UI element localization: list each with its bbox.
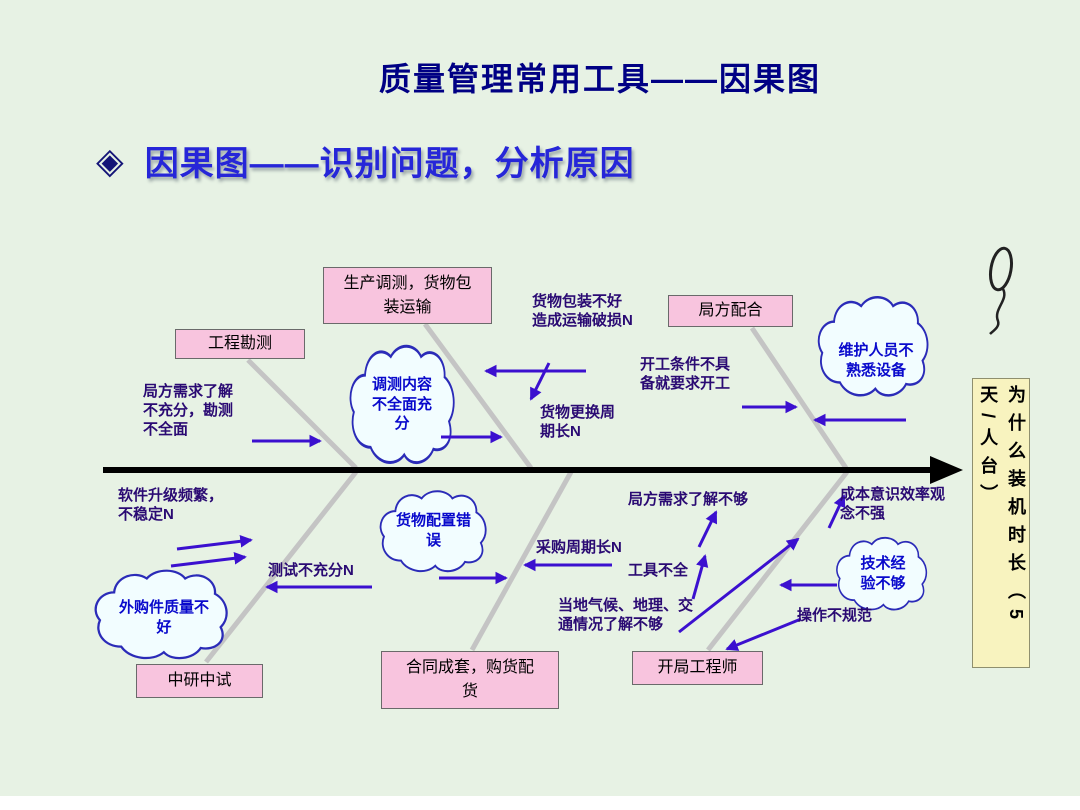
subtitle-text: 因果图——识别问题，分析原因 [144, 145, 635, 183]
cloud-label-purchased-parts-quality: 外购件质量不 好 [118, 599, 209, 636]
page-title: 质量管理常用工具——因果图 [378, 61, 821, 97]
cause-arrow [176, 535, 253, 551]
cause-label: 货物包装不好 造成运输破损N [532, 293, 633, 329]
spine-arrow [103, 456, 963, 484]
cause-label: 成本意识效率观 念不强 [840, 486, 946, 522]
bone-line [204, 470, 358, 664]
category-pilot-test: 中研中试 [136, 664, 263, 698]
cause-label: 测试不充分N [268, 562, 354, 579]
category-production-commissioning: 生产调测，货物包 装运输 [323, 267, 492, 324]
bone-line [422, 322, 534, 470]
cause-arrow [529, 362, 551, 401]
cloud-label-cargo-config-error: 货物配置错 误 [395, 512, 471, 549]
cause-label: 采购周期长N [536, 539, 622, 556]
cause-arrow [827, 494, 846, 529]
effect-box: 为什么装机时长（5天/人台） [972, 378, 1030, 668]
category-site-engineer: 开局工程师 [632, 651, 763, 685]
cause-label: 开工条件不具 备就要求开工 [640, 356, 731, 392]
bone-line [749, 326, 849, 470]
bone-line [706, 470, 849, 652]
cause-arrow [170, 552, 247, 568]
cloud-label-maintenance-staff: 维护人员不 熟悉设备 [838, 342, 914, 379]
cause-label: 局方需求了解 不充分，勘测 不全面 [143, 383, 234, 438]
cause-arrow [678, 537, 800, 634]
effect-label: 为什么装机时长（5天/人台） [978, 385, 1026, 630]
cause-label: 工具不全 [628, 562, 689, 579]
bone-lines [204, 322, 849, 664]
cause-arrow [691, 554, 709, 600]
cause-arrows [170, 362, 906, 651]
cause-label: 操作不规范 [797, 607, 873, 624]
category-operator-cooperation: 局方配合 [668, 295, 793, 327]
bone-line [246, 358, 358, 470]
category-engineering-survey: 工程勘测 [175, 329, 305, 359]
cause-label: 货物更换周 期长N [540, 404, 616, 440]
diamond-bullet-icon: ◈ [96, 139, 125, 181]
cause-label: 局方需求了解不够 [628, 491, 749, 508]
page-subtitle: ◈ 因果图——识别问题，分析原因 [96, 136, 635, 185]
bone-line [469, 470, 574, 652]
bottom-margin-strip [0, 796, 1080, 810]
cloud-label-technical-experience: 技术经 验不够 [860, 555, 906, 592]
balloon-icon [988, 246, 1014, 335]
cause-label: 软件升级频繁， 不稳定N [118, 487, 224, 523]
cause-label: 当地气候、地理、交 通情况了解不够 [558, 597, 694, 633]
cloud-label-commissioning-content: 调测内容 不全面充 分 [371, 376, 432, 432]
cause-arrow [725, 617, 802, 651]
category-contract-purchasing: 合同成套，购货配 货 [381, 651, 559, 709]
cause-arrow [697, 510, 718, 548]
